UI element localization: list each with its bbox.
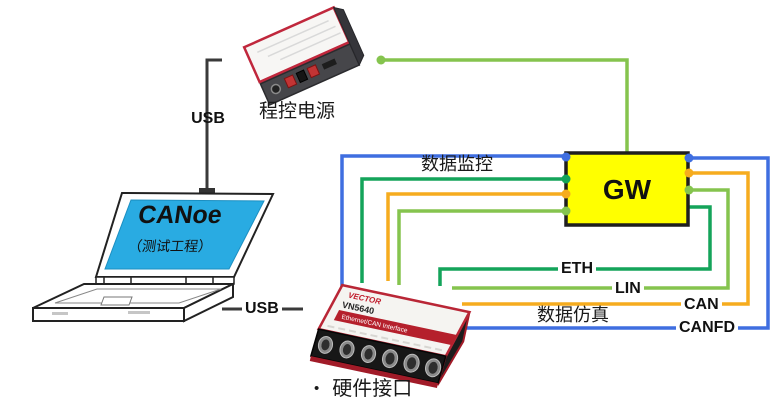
data-monitor-label: 数据监控 <box>421 154 493 174</box>
laptop-screen <box>104 199 265 270</box>
sim-can-line <box>462 171 750 306</box>
monitor-canfd-line <box>340 154 564 288</box>
psu-top-detail-2 <box>267 25 336 58</box>
sim-canfd-line <box>456 156 770 330</box>
laptop-front-port-1 <box>52 312 68 315</box>
psu-red-port-1 <box>283 74 298 89</box>
monitor-can-line <box>386 192 564 281</box>
psu-din-connector <box>270 83 282 95</box>
lin-label: LIN <box>612 280 644 298</box>
monitor-lin-line <box>397 209 564 285</box>
usb-bottom-label: USB <box>242 300 282 318</box>
laptop-hinge-left <box>103 276 132 285</box>
usb-top-line <box>205 58 222 192</box>
sim-eth-line <box>438 205 712 286</box>
gw-left-dot-eth <box>561 174 571 184</box>
power-supply-label: 程控电源 <box>259 101 336 122</box>
vn-connector-5-inner <box>406 357 417 370</box>
canoe-app-label: CANoe <box>136 201 224 229</box>
hw-interface-bullet: • <box>314 380 320 397</box>
hw-interface-caption: • 硬件接口 <box>314 378 412 400</box>
psu-black-port <box>295 69 309 84</box>
monitor-eth-line <box>360 177 564 283</box>
gw-left-dot-can <box>561 189 571 199</box>
gw-left-dot-canfd <box>561 152 571 162</box>
vn-connector-4-inner <box>385 352 395 365</box>
psu-switch <box>321 58 337 70</box>
psu-top-detail-3 <box>279 32 341 61</box>
vn-top-slots <box>327 324 446 352</box>
laptop-keyboard-area <box>54 288 222 304</box>
gw-right-dot-lin <box>684 185 694 195</box>
psu-red-trim <box>259 41 350 84</box>
psu-red-port-2 <box>306 64 321 79</box>
vn-red-banner <box>333 309 458 346</box>
usb-top-label: USB <box>191 110 225 127</box>
vn-connector-3-inner <box>364 348 373 360</box>
vn-connector-2-inner <box>342 344 352 355</box>
laptop-touchpad <box>100 296 133 306</box>
psu-top-detail-1 <box>257 19 329 54</box>
laptop-image <box>32 191 275 323</box>
gw-right-dot-can <box>684 168 694 178</box>
sim-lin-line <box>452 188 730 290</box>
vn-bottom-trim <box>309 356 439 389</box>
vn-dsub-connectors <box>317 335 442 378</box>
power-line-endpoint-dot <box>376 55 386 65</box>
gw-right-dot-canfd <box>684 153 694 163</box>
laptop-hinge-right <box>185 276 214 285</box>
canoe-subtitle-label: （测试工程） <box>126 240 214 255</box>
gw-node: GW <box>564 151 690 227</box>
vn-connector-1-inner <box>321 339 330 351</box>
canfd-label: CANFD <box>676 319 738 337</box>
can-label: CAN <box>681 296 722 314</box>
power-to-gw-line <box>381 58 629 152</box>
data-sim-label: 数据仿真 <box>537 305 609 325</box>
laptop-base-side <box>183 282 234 323</box>
vn-interface-image: VECTOR VN5640 Ethernet/CAN Interface <box>309 283 472 389</box>
laptop-usb-port <box>199 188 215 194</box>
hw-interface-label: 硬件接口 <box>332 378 413 400</box>
eth-label: ETH <box>558 260 596 278</box>
vn-connector-6-inner <box>428 361 438 374</box>
power-supply-image <box>242 5 365 106</box>
gw-left-dot-lin <box>561 206 571 216</box>
laptop-front-port-2 <box>128 311 150 314</box>
gw-label: GW <box>603 174 652 205</box>
psu-side-face <box>332 6 365 67</box>
